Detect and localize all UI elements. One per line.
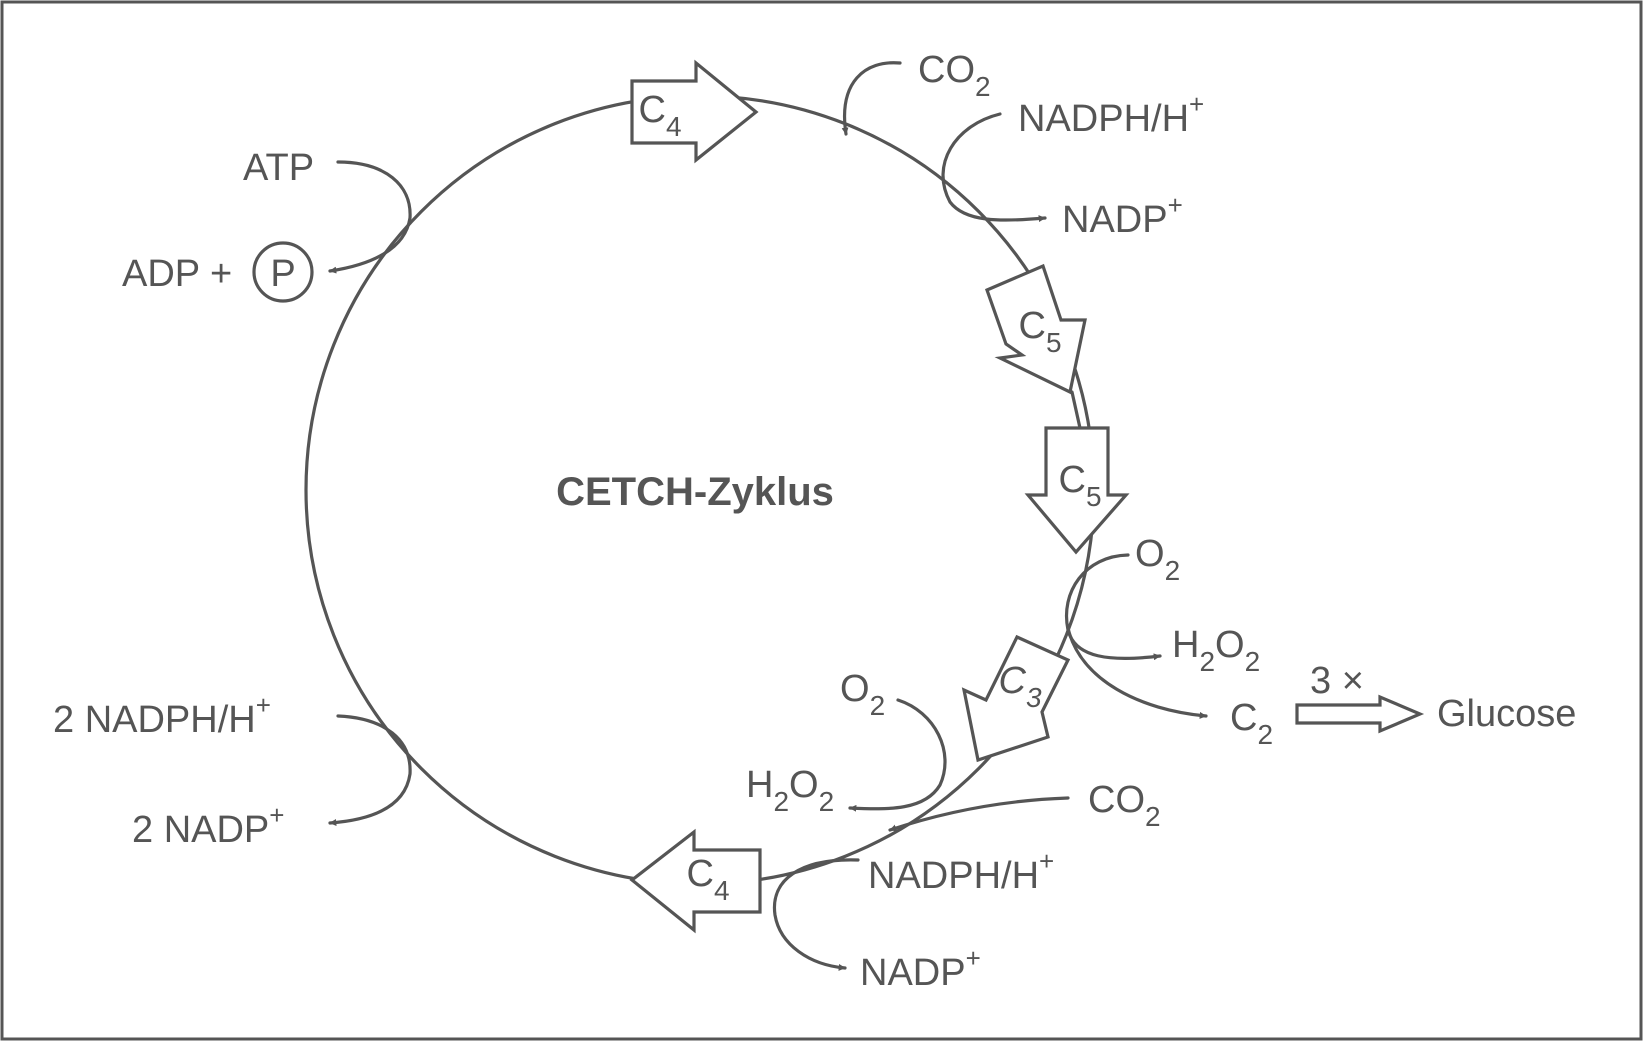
h2o2-right-label: H2O2	[1172, 624, 1260, 677]
c5-lower-block-arrow: C5	[1024, 426, 1130, 555]
nadph-top-label: NADPH/H+	[1018, 89, 1204, 140]
nadph-bottom-label: NADPH/H+	[868, 846, 1054, 897]
cycle-title: CETCH-Zyklus	[556, 470, 834, 514]
c4-bottom-label: C4	[686, 853, 729, 906]
nadp-top-label: NADP+	[1062, 190, 1183, 241]
nadph-left-label: 2 NADPH/H+	[53, 690, 271, 741]
nadp-bottom-label: NADP+	[860, 943, 981, 994]
c5-upper-label: C5	[1018, 305, 1061, 358]
glucose-label: Glucose	[1437, 693, 1576, 735]
o2-bottom-label: O2	[840, 668, 885, 721]
nadph-bottom-arrow	[772, 858, 860, 971]
c4-top-block-arrow: C4	[630, 59, 759, 164]
c5-lower-label: C5	[1058, 459, 1101, 512]
co2-top-arrow	[841, 61, 902, 136]
phosphate-label: P	[270, 253, 295, 295]
glucose-multiplier: 3 ×	[1310, 660, 1364, 702]
nadp-left-label: 2 NADP+	[132, 800, 284, 851]
c3-block-arrow: C3	[961, 634, 1071, 763]
adp-label: ADP +	[122, 253, 232, 295]
c5-connector-line	[1070, 390, 1082, 430]
c2-release-arrow	[1066, 626, 1208, 719]
c4-top-label: C4	[638, 89, 681, 142]
nadph-left-arrow	[328, 714, 412, 827]
glucose-block-arrow	[1295, 694, 1425, 734]
c2-label: C2	[1230, 697, 1273, 750]
o2-right-label: O2	[1135, 533, 1180, 586]
co2-top-label: CO2	[918, 49, 991, 102]
c4-bottom-block-arrow: C4	[629, 828, 762, 934]
phosphate-circle	[252, 241, 314, 303]
co2-bottom-arrow	[888, 796, 1070, 832]
c3-label: C3	[998, 660, 1041, 713]
h2o2-bottom-label: H2O2	[746, 764, 834, 817]
c5-upper-block-arrow: C5	[984, 263, 1087, 395]
atp-label: ATP	[243, 147, 314, 189]
co2-bottom-label: CO2	[1088, 779, 1161, 832]
atp-arrow	[328, 160, 412, 274]
o2-to-h2o2-bottom-arrow	[848, 698, 947, 812]
nadph-top-arrow	[941, 112, 1047, 223]
